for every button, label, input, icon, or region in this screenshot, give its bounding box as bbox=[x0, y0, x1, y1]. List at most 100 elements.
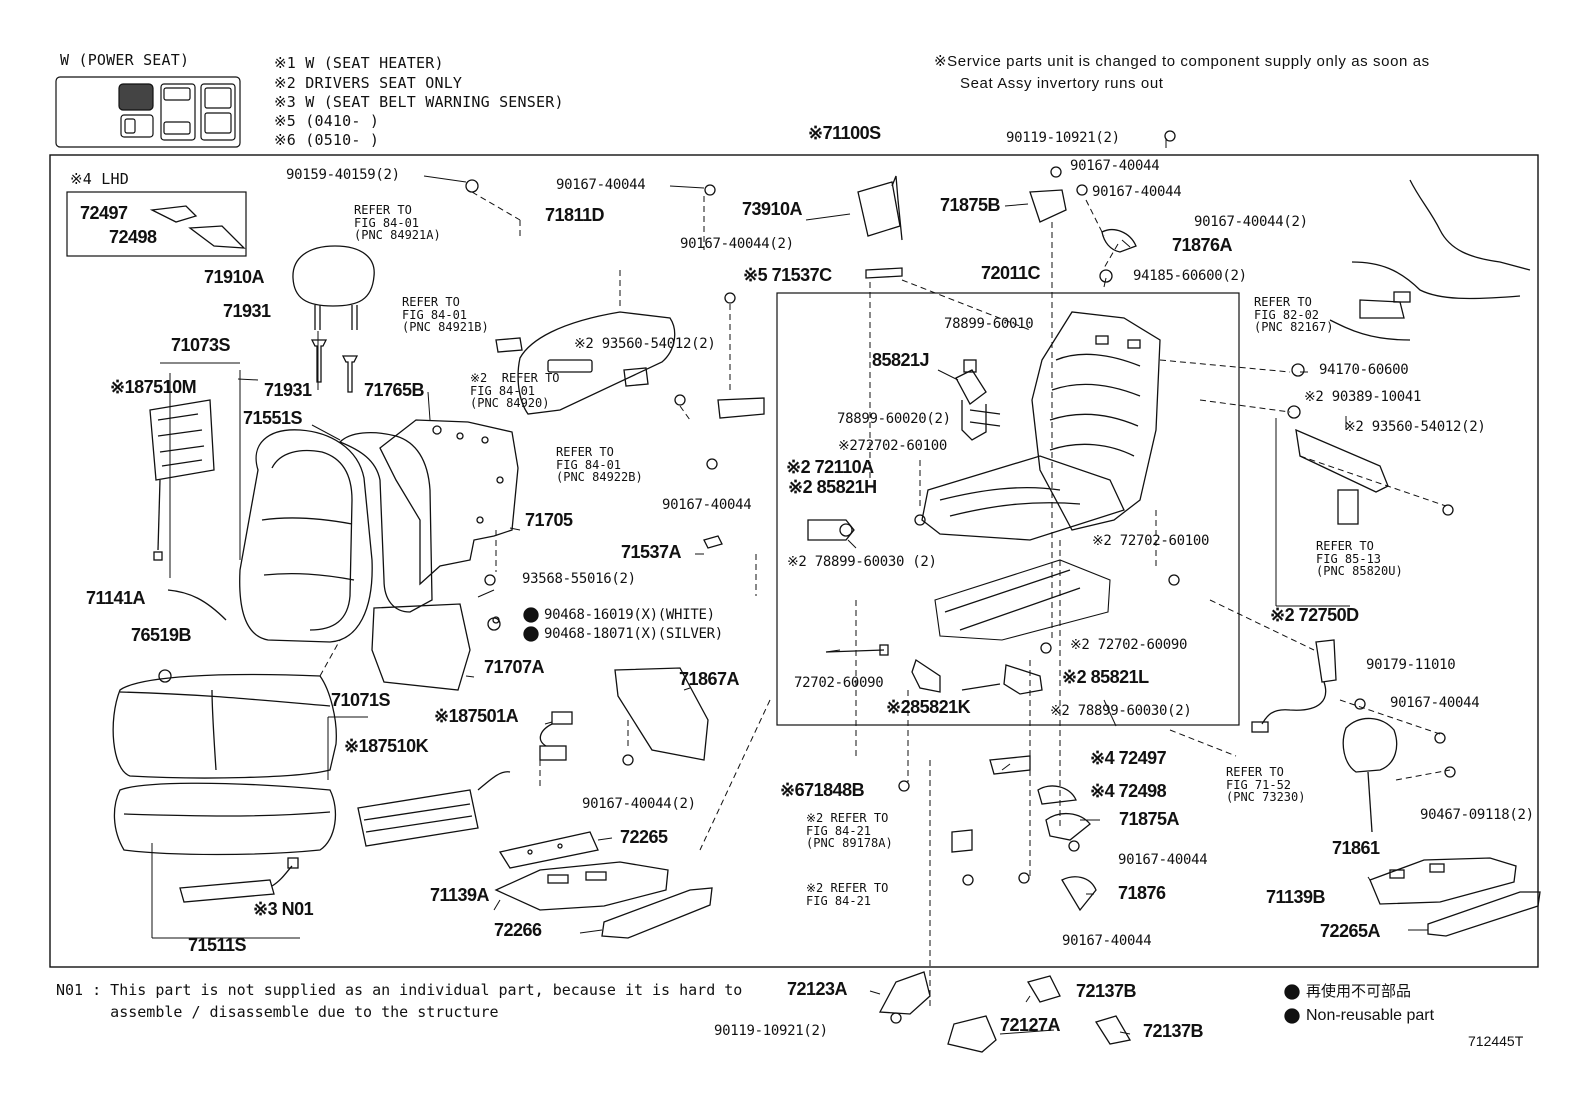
part-71876A[interactable]: 71876A bbox=[1172, 235, 1233, 255]
part-71848B[interactable]: ※671848B bbox=[780, 780, 865, 800]
part-71931-a[interactable]: 71931 bbox=[223, 301, 271, 321]
part-72266[interactable]: 72266 bbox=[494, 920, 542, 940]
part-90167-40044-c[interactable]: 90167-40044(2) bbox=[1194, 214, 1308, 230]
part-N01[interactable]: ※3 N01 bbox=[253, 899, 314, 919]
part-87510M[interactable]: ※187510M bbox=[110, 377, 197, 397]
part-71811D[interactable]: 71811D bbox=[545, 205, 605, 225]
part-90167-40044-f[interactable]: 90167-40044 bbox=[662, 497, 752, 513]
refer-85820U[interactable]: REFER TO FIG 85-13 (PNC 85820U) bbox=[1316, 539, 1403, 579]
part-71073S[interactable]: 71073S bbox=[171, 335, 231, 355]
part-78899-60030-b[interactable]: ※2 78899-60030(2) bbox=[1050, 703, 1192, 719]
bracket-71875B-icon bbox=[1029, 189, 1067, 223]
part-85821J[interactable]: 85821J bbox=[872, 350, 930, 370]
part-71141A[interactable]: 71141A bbox=[86, 588, 146, 608]
part-90167-40044-h[interactable]: 90167-40044(2) bbox=[582, 796, 696, 812]
refer-82167[interactable]: REFER TO FIG 82-02 (PNC 82167) bbox=[1254, 295, 1334, 335]
part-72497-lhd[interactable]: 72497 bbox=[80, 203, 128, 223]
part-71551S[interactable]: 71551S bbox=[243, 408, 303, 428]
part-94185-60600[interactable]: 94185-60600(2) bbox=[1133, 268, 1247, 284]
part-71705[interactable]: 71705 bbox=[525, 510, 573, 530]
part-71511S[interactable]: 71511S bbox=[188, 935, 247, 955]
part-93560-54012-b[interactable]: ※2 93560-54012(2) bbox=[1344, 419, 1486, 435]
part-90119-10921-top[interactable]: 90119-10921(2) bbox=[1006, 130, 1120, 146]
part-72265A[interactable]: 72265A bbox=[1320, 921, 1381, 941]
part-85821K[interactable]: ※285821K bbox=[886, 697, 971, 717]
module-73910A-icon bbox=[857, 175, 903, 241]
part-71765B[interactable]: 71765B bbox=[364, 380, 425, 400]
part-93560-54012-a[interactable]: ※2 93560-54012(2) bbox=[574, 336, 716, 352]
part-72702-60100-b[interactable]: ※2 72702-60100 bbox=[1092, 533, 1210, 549]
refer-84-21[interactable]: ※2 REFER TO FIG 84-21 bbox=[806, 881, 889, 908]
part-72498[interactable]: ※4 72498 bbox=[1090, 781, 1167, 801]
part-72137B-a[interactable]: 72137B bbox=[1076, 981, 1137, 1001]
part-90468-18071-silver[interactable]: 90468-18071(X)(SILVER) bbox=[544, 626, 723, 642]
part-90167-40044-i[interactable]: 90167-40044 bbox=[1118, 852, 1208, 868]
refer-84922B[interactable]: REFER TO FIG 84-01 (PNC 84922B) bbox=[556, 445, 643, 485]
part-71071S[interactable]: 71071S bbox=[331, 690, 391, 710]
n01-footnote: N01 : This part is not supplied as an in… bbox=[56, 981, 743, 1021]
part-93568-55016[interactable]: 93568-55016(2) bbox=[522, 571, 636, 587]
part-71139B[interactable]: 71139B bbox=[1266, 887, 1326, 907]
part-90167-40044-g[interactable]: 90167-40044 bbox=[1390, 695, 1480, 711]
part-72137B-b[interactable]: 72137B bbox=[1143, 1021, 1204, 1041]
part-90468-16019-white[interactable]: 90468-16019(X)(WHITE) bbox=[544, 607, 715, 623]
part-71537A[interactable]: 71537A bbox=[621, 542, 682, 562]
part-72497[interactable]: ※4 72497 bbox=[1090, 748, 1167, 768]
part-76519B[interactable]: 76519B bbox=[131, 625, 192, 645]
refer-89178A[interactable]: ※2 REFER TO FIG 84-21 (PNC 89178A) bbox=[806, 811, 893, 851]
part-72127A[interactable]: 72127A bbox=[1000, 1015, 1061, 1035]
part-90119-10921-bottom[interactable]: 90119-10921(2) bbox=[714, 1023, 828, 1039]
part-87501A[interactable]: ※187501A bbox=[434, 706, 519, 726]
part-90167-40044-j[interactable]: 90167-40044 bbox=[1062, 933, 1152, 949]
part-72265[interactable]: 72265 bbox=[620, 827, 668, 847]
part-90159-40159[interactable]: 90159-40159(2) bbox=[286, 167, 400, 183]
part-90167-40044-b[interactable]: 90167-40044 bbox=[1092, 184, 1182, 200]
part-85821H[interactable]: ※2 85821H bbox=[788, 477, 877, 497]
part-90167-40044-d[interactable]: 90167-40044 bbox=[556, 177, 646, 193]
part-72702-60090-b[interactable]: 72702-60090 bbox=[794, 675, 884, 691]
part-71867A[interactable]: 71867A bbox=[679, 669, 740, 689]
power-seat-switch-icon bbox=[118, 83, 236, 141]
part-78899-60010[interactable]: 78899-60010 bbox=[944, 316, 1034, 332]
part-73910A[interactable]: 73910A bbox=[742, 199, 803, 219]
part-71910A[interactable]: 71910A bbox=[204, 267, 265, 287]
part-72702-60090-a[interactable]: ※2 72702-60090 bbox=[1070, 637, 1188, 653]
part-71931-b[interactable]: 71931 bbox=[264, 380, 312, 400]
refer-73230[interactable]: REFER TO FIG 71-52 (PNC 73230) bbox=[1226, 765, 1306, 805]
bracket-71876A-icon bbox=[1101, 229, 1137, 253]
part-72750D[interactable]: ※2 72750D bbox=[1270, 605, 1359, 625]
main-frame bbox=[49, 154, 1539, 968]
part-71537C[interactable]: ※5 71537C bbox=[743, 265, 832, 285]
part-85821L[interactable]: ※2 85821L bbox=[1062, 667, 1149, 687]
part-78899-60020[interactable]: 78899-60020(2) bbox=[837, 411, 951, 427]
belt-sensor-icon bbox=[179, 857, 299, 903]
part-90167-40044-e[interactable]: 90167-40044(2) bbox=[680, 236, 794, 252]
part-72011C[interactable]: 72011C bbox=[981, 263, 1041, 283]
part-90389-10041[interactable]: ※2 90389-10041 bbox=[1304, 389, 1422, 405]
refer-84920[interactable]: ※2 REFER TO FIG 84-01 (PNC 84920) bbox=[470, 371, 560, 411]
refer-84921B[interactable]: REFER TO FIG 84-01 (PNC 84921B) bbox=[402, 295, 489, 335]
part-72498-lhd[interactable]: 72498 bbox=[109, 227, 157, 247]
part-90467-09118[interactable]: 90467-09118(2) bbox=[1420, 807, 1534, 823]
part-72702-60100-a[interactable]: ※272702-60100 bbox=[838, 438, 947, 454]
part-78899-60030-a[interactable]: ※2 78899-60030 (2) bbox=[787, 554, 937, 570]
part-90167-40044-a[interactable]: 90167-40044 bbox=[1070, 158, 1160, 174]
part-94170-60600[interactable]: 94170-60600 bbox=[1319, 362, 1409, 378]
part-71707A[interactable]: 71707A bbox=[484, 657, 545, 677]
part-71875A[interactable]: 71875A bbox=[1119, 809, 1180, 829]
lhd-title: ※4 LHD bbox=[70, 170, 129, 188]
part-90179-11010[interactable]: 90179-11010 bbox=[1366, 657, 1456, 673]
bolt-78899-icon bbox=[825, 409, 1001, 691]
part-87510K[interactable]: ※187510K bbox=[344, 736, 429, 756]
part-72110A[interactable]: ※2 72110A bbox=[786, 457, 874, 477]
seat-belt-buckle-icon bbox=[1251, 639, 1337, 733]
part-71861[interactable]: 71861 bbox=[1332, 838, 1380, 858]
part-71100S[interactable]: ※71100S bbox=[808, 123, 881, 143]
dashed-lines bbox=[319, 191, 1451, 1010]
refer-84921A[interactable]: REFER TO FIG 84-01 (PNC 84921A) bbox=[354, 203, 441, 243]
part-72123A[interactable]: 72123A bbox=[787, 979, 848, 999]
part-71875B[interactable]: 71875B bbox=[940, 195, 1001, 215]
headrest-icon bbox=[292, 245, 375, 330]
part-71876[interactable]: 71876 bbox=[1118, 883, 1166, 903]
part-71139A[interactable]: 71139A bbox=[430, 885, 490, 905]
